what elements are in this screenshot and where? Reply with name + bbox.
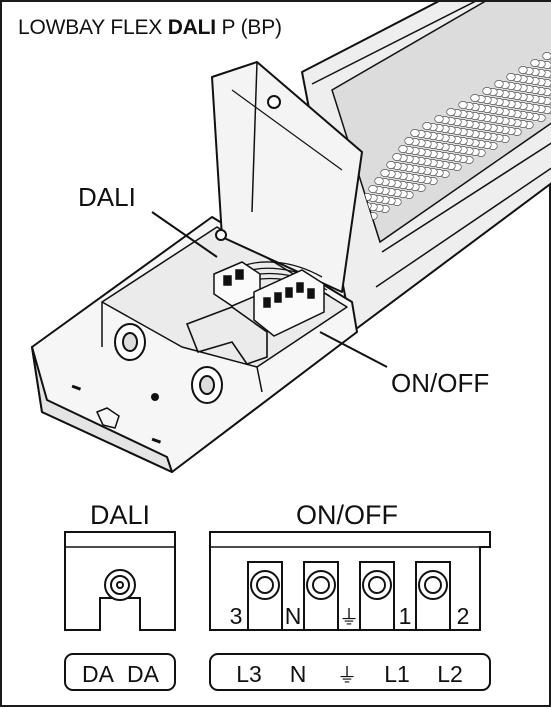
title-suffix: P (BP) bbox=[215, 16, 282, 39]
cable-glands bbox=[114, 323, 223, 404]
dali-terminal-label-2: DA bbox=[127, 661, 160, 687]
title-prefix: LOWBAY FLEX bbox=[18, 16, 168, 39]
onoff-connector-heading: ON/OFF bbox=[296, 500, 398, 530]
front-slots bbox=[71, 384, 162, 444]
led-diode bbox=[368, 185, 378, 193]
led-diode bbox=[386, 161, 396, 169]
onoff-terminal-label-earth: ⏚ bbox=[337, 665, 357, 687]
led-diode bbox=[404, 137, 414, 145]
onoff-terminal-label-l3: L3 bbox=[236, 661, 262, 687]
dali-connector-diagram bbox=[64, 531, 176, 691]
dali-callout-line bbox=[151, 211, 218, 258]
led-board bbox=[331, 2, 551, 244]
onoff-terminal-label-l2: L2 bbox=[437, 661, 463, 687]
onoff-slot-label-2: 2 bbox=[457, 603, 470, 629]
mounting-bracket bbox=[185, 306, 268, 365]
led-diode bbox=[410, 129, 420, 137]
dali-terminal-label-1: DA bbox=[82, 661, 115, 687]
led-diode bbox=[494, 80, 504, 88]
led-diode bbox=[392, 153, 402, 161]
diagram-title: LOWBAY FLEX DALI P (BP) bbox=[18, 16, 282, 40]
hinged-cover bbox=[211, 61, 363, 293]
led-diode bbox=[374, 177, 384, 185]
led-diode bbox=[398, 145, 408, 153]
onoff-slot-label-1: 1 bbox=[399, 603, 412, 629]
led-diode bbox=[458, 101, 468, 109]
dali-callout-label: DALI bbox=[78, 182, 136, 212]
onoff-slot-label-n: N bbox=[285, 603, 302, 629]
onoff-terminal-block bbox=[253, 269, 325, 337]
onoff-terminal-label-l1: L1 bbox=[384, 661, 410, 687]
led-diode bbox=[446, 108, 456, 116]
led-diode bbox=[530, 59, 540, 67]
onoff-slot-label-earth: ⏚ bbox=[339, 607, 359, 629]
led-diode bbox=[380, 169, 390, 177]
led-diode bbox=[434, 115, 444, 123]
led-diode bbox=[482, 87, 492, 95]
title-bold: DALI bbox=[167, 16, 216, 39]
onoff-callout-line bbox=[319, 331, 388, 368]
led-diode bbox=[422, 122, 432, 130]
onoff-callout-label: ON/OFF bbox=[391, 368, 490, 398]
onoff-connector-diagram bbox=[209, 531, 491, 691]
led-diode bbox=[470, 94, 480, 102]
dali-connector-heading: DALI bbox=[90, 500, 150, 530]
led-diode bbox=[506, 73, 516, 81]
led-diode bbox=[518, 66, 528, 74]
onoff-terminal-label-n: N bbox=[290, 661, 307, 687]
led-diode bbox=[542, 52, 551, 60]
onoff-slot-label-3: 3 bbox=[230, 603, 243, 629]
